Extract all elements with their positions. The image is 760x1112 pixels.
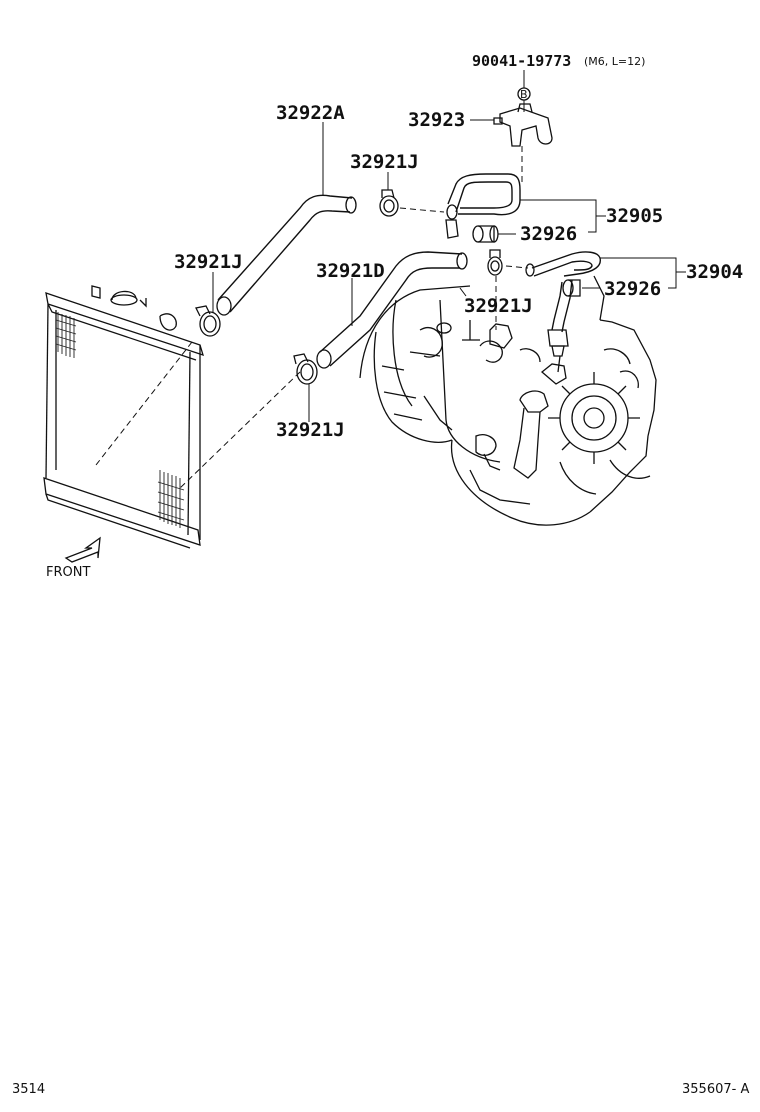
label-32921j-top: 32921J [350, 151, 419, 173]
plug-32926-b [562, 279, 581, 297]
hose-clamp-top [379, 189, 399, 217]
plug-32926-a [472, 225, 499, 243]
marker-b: B [520, 88, 528, 101]
label-32905: 32905 [606, 205, 663, 227]
label-32923: 32923 [408, 109, 465, 131]
hose-clamp-middle [487, 249, 503, 276]
hose-clamp-bracket [493, 103, 553, 147]
oil-cooler-tube-32905 [445, 173, 521, 239]
footer-page-number: 3514 [12, 1082, 45, 1097]
lower-radiator-hose [316, 251, 468, 369]
upper-radiator-hose [216, 194, 357, 316]
label-32921j-bottom: 32921J [276, 419, 345, 441]
oil-cooler-tube-32904 [525, 251, 601, 357]
front-label: FRONT [46, 565, 90, 580]
radiator [43, 285, 301, 549]
footer-diagram-id: 355607- A [682, 1082, 749, 1097]
transaxle-housing [359, 275, 657, 526]
label-32926-b: 32926 [604, 278, 661, 300]
label-32922a: 32922A [276, 102, 345, 124]
label-32921d: 32921D [316, 260, 385, 282]
label-32926-a: 32926 [520, 223, 577, 245]
label-32904: 32904 [686, 261, 743, 283]
label-90041-19773: 90041-19773 [472, 52, 571, 70]
label-bolt-spec: (M6, L=12) [584, 55, 645, 68]
label-32921j-right: 32921J [464, 295, 533, 317]
hose-clamp-radiator-upper [195, 305, 221, 337]
label-32921j-left: 32921J [174, 251, 243, 273]
front-arrow [64, 536, 101, 563]
hose-clamp-lower [293, 353, 318, 385]
